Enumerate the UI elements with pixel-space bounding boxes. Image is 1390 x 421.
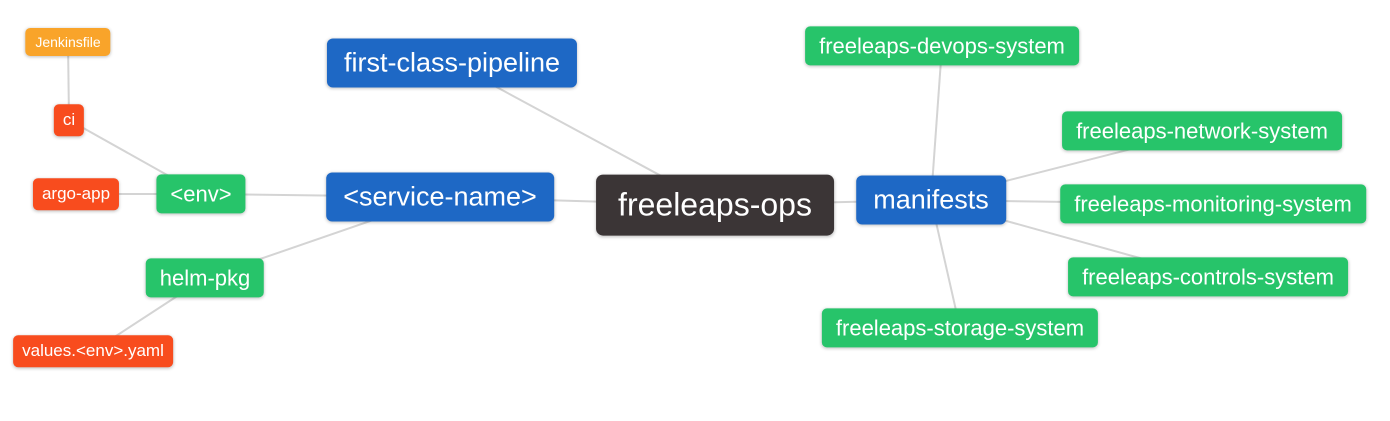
mindmap-node-freeleaps-storage-system[interactable]: freeleaps-storage-system xyxy=(821,308,1099,348)
mindmap-node-jenkinsfile[interactable]: Jenkinsfile xyxy=(25,27,111,57)
mindmap-node-first-class-pipeline[interactable]: first-class-pipeline xyxy=(326,38,578,88)
mindmap-node-manifests[interactable]: manifests xyxy=(856,175,1006,225)
mindmap-node-freeleaps-devops-system[interactable]: freeleaps-devops-system xyxy=(805,26,1079,66)
mindmap-node-argo-app[interactable]: argo-app xyxy=(32,178,120,210)
mindmap-node-freeleaps-controls-system[interactable]: freeleaps-controls-system xyxy=(1068,257,1348,297)
mindmap-node-env[interactable]: <env> xyxy=(156,174,246,214)
mindmap-node-freeleaps-ops[interactable]: freeleaps-ops xyxy=(596,174,834,236)
mindmap-node-freeleaps-monitoring-system[interactable]: freeleaps-monitoring-system xyxy=(1060,184,1366,224)
mindmap-node-service-name[interactable]: <service-name> xyxy=(326,172,554,222)
edge-manifests--freeleaps-devops-system xyxy=(930,45,943,201)
mindmap-node-helm-pkg[interactable]: helm-pkg xyxy=(145,258,265,298)
mindmap-node-ci[interactable]: ci xyxy=(53,104,85,136)
mindmap-node-freeleaps-network-system[interactable]: freeleaps-network-system xyxy=(1062,111,1342,151)
mindmap-node-values-env-yaml[interactable]: values.<env>.yaml xyxy=(13,335,173,367)
